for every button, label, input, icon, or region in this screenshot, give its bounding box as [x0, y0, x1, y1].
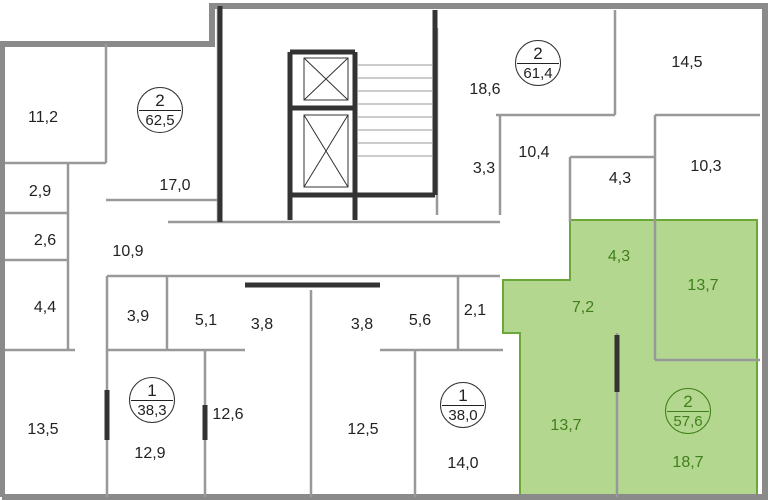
- room-area: 2,1: [463, 302, 487, 319]
- room-area: 5,1: [194, 312, 218, 329]
- room-area: 13,7: [687, 277, 719, 294]
- room-area: 18,7: [672, 454, 704, 471]
- room-area: 10,3: [690, 158, 722, 175]
- apartment-area: 38,0: [448, 407, 478, 424]
- room-area: 10,9: [112, 243, 144, 260]
- apartment-rooms: 2: [155, 91, 165, 110]
- room-area: 14,5: [671, 54, 703, 71]
- room-area: 5,6: [408, 312, 432, 329]
- room-area: 12,5: [347, 421, 379, 438]
- room-area: 7,2: [571, 299, 595, 316]
- room-area: 4,3: [608, 170, 632, 187]
- elevator-icon: [303, 57, 349, 188]
- apartment-area: 61,4: [523, 65, 553, 82]
- apartment-area: 57,6: [673, 413, 703, 430]
- apartment-badge[interactable]: 1 38,0: [440, 382, 486, 428]
- apartment-area: 62,5: [145, 112, 175, 129]
- room-area: 3,9: [126, 308, 150, 325]
- room-area: 11,2: [28, 109, 58, 126]
- room-area: 4,4: [33, 299, 57, 316]
- stairs-icon: [358, 64, 432, 157]
- room-area: 12,9: [134, 445, 166, 462]
- room-area: 3,8: [350, 316, 374, 333]
- apartment-rooms: 1: [458, 386, 468, 405]
- room-area: 17,0: [159, 177, 191, 194]
- apartment-rooms: 1: [147, 381, 157, 400]
- room-area: 10,4: [518, 144, 550, 161]
- apartment-area: 38,3: [137, 402, 167, 419]
- room-area: 3,8: [250, 316, 274, 333]
- apartment-badge[interactable]: 2 61,4: [515, 40, 561, 86]
- room-area: 12,6: [212, 406, 244, 423]
- room-area: 2,9: [28, 183, 52, 200]
- room-area: 18,6: [469, 81, 501, 98]
- room-area: 2,6: [33, 232, 57, 249]
- room-area: 13,5: [27, 421, 59, 438]
- apartment-badge[interactable]: 2 62,5: [137, 87, 183, 133]
- room-area: 14,0: [447, 455, 479, 472]
- room-area: 3,3: [472, 160, 496, 177]
- room-area: 13,7: [550, 417, 582, 434]
- apartment-badge-highlighted[interactable]: 2 57,6: [665, 388, 711, 434]
- apartment-rooms: 2: [533, 44, 543, 63]
- apartment-badge[interactable]: 1 38,3: [129, 377, 175, 423]
- apartment-rooms: 2: [683, 392, 693, 411]
- room-area: 4,3: [607, 248, 631, 265]
